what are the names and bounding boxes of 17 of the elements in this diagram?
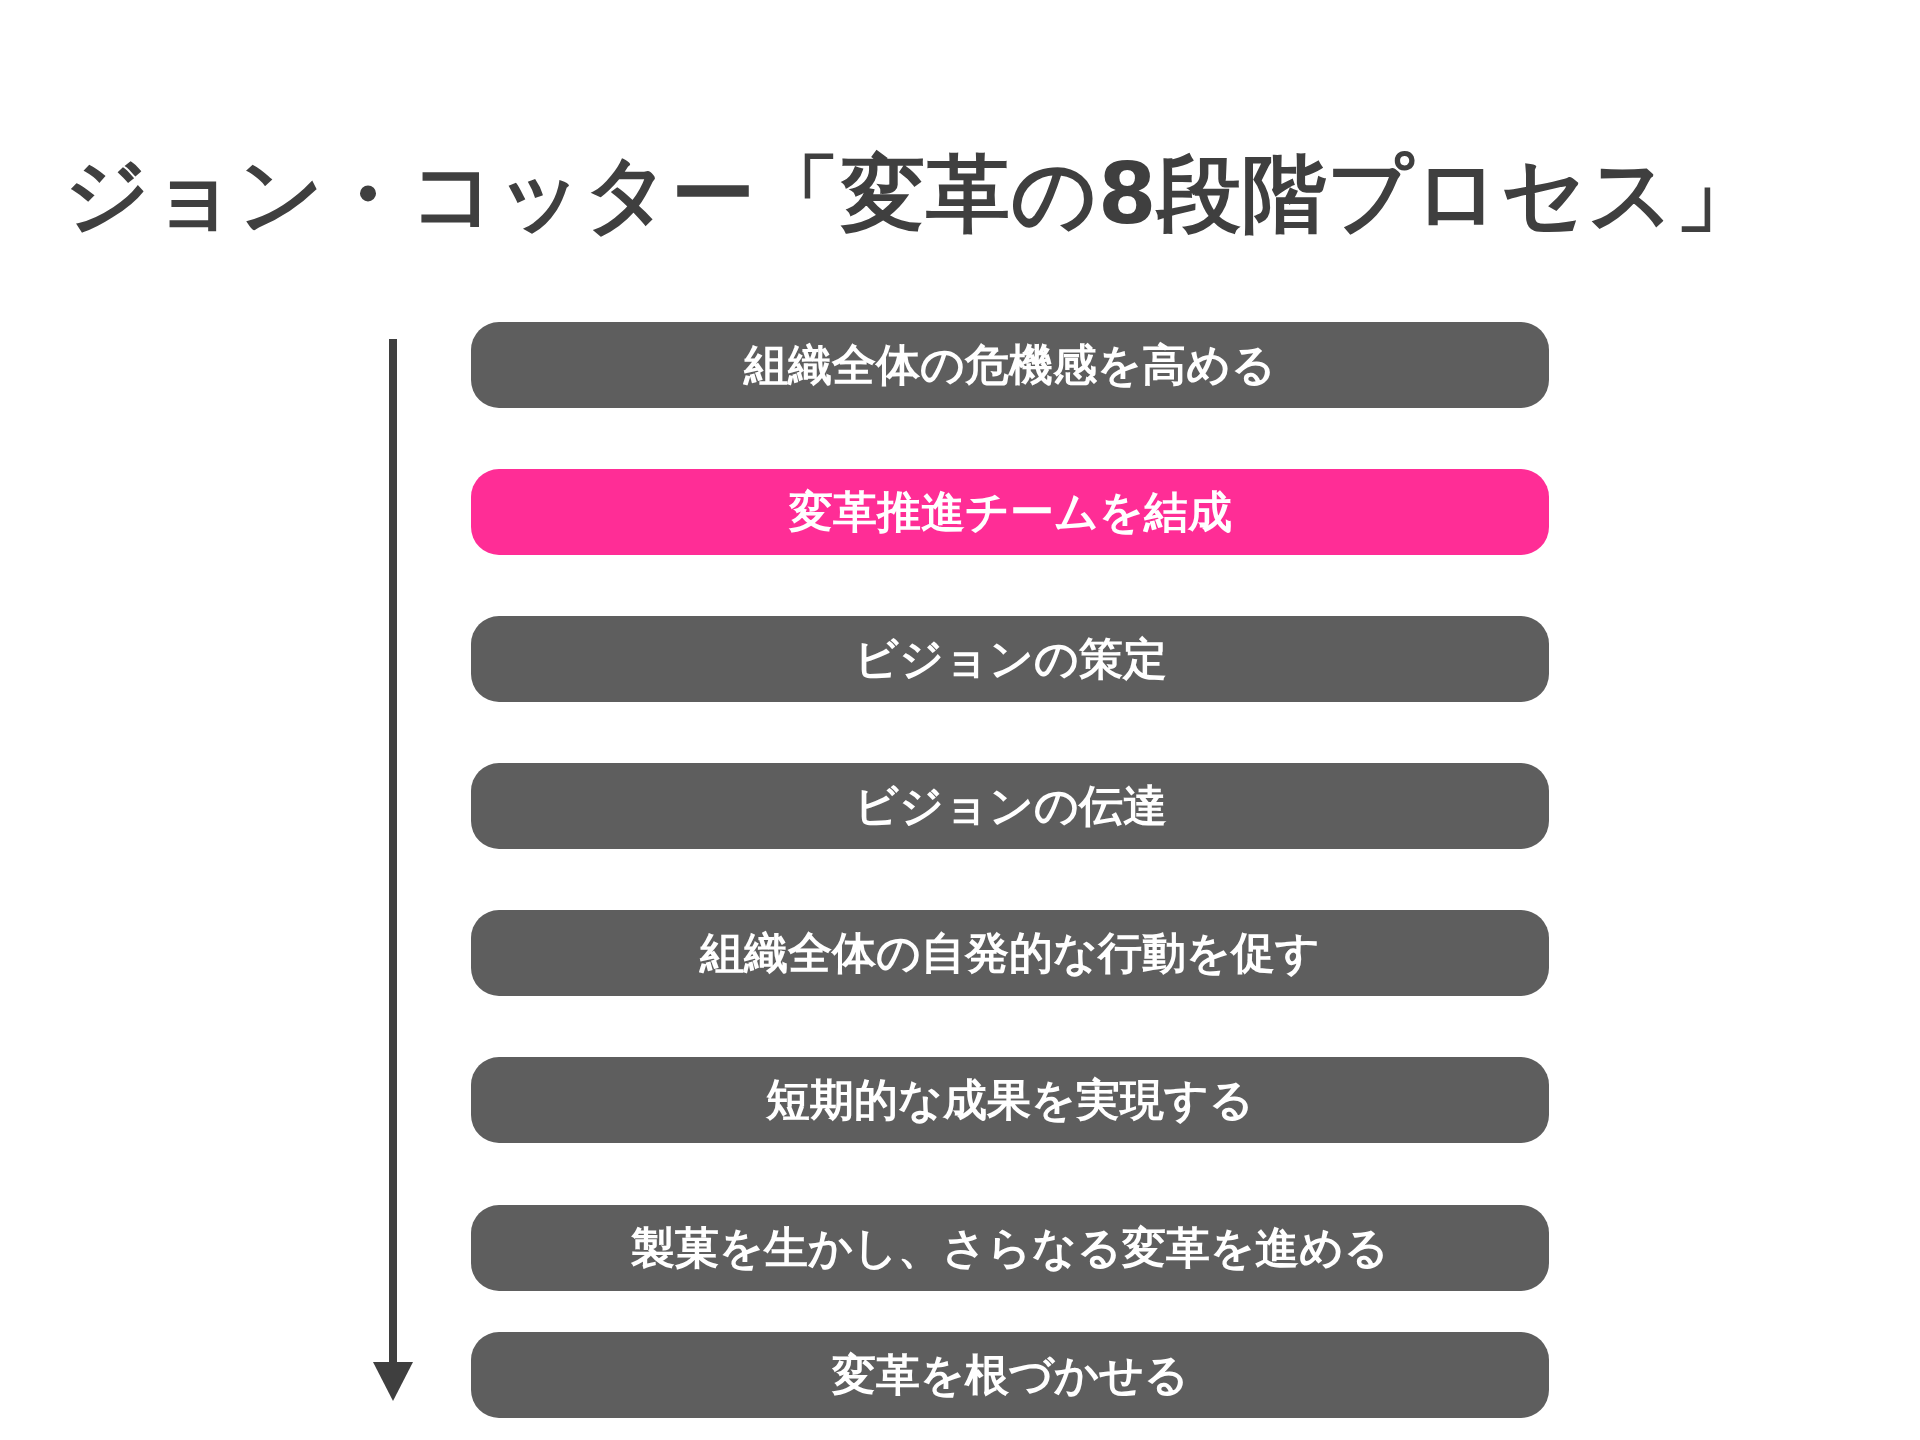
step-box: [471, 1057, 1549, 1143]
step-box: [471, 322, 1549, 408]
step-box: [471, 910, 1549, 996]
step-label: 短期的な成果を実現する: [766, 1072, 1254, 1127]
step-label: ビジョンの策定: [853, 631, 1167, 686]
step-box: [471, 469, 1549, 555]
step-box: [471, 763, 1549, 849]
step-label: 変革推進チームを結成: [788, 484, 1232, 539]
step-label: 組織全体の自発的な行動を促す: [700, 925, 1320, 980]
title: ジョン・コッター「変革の8段階プロセス」: [64, 144, 1761, 245]
step-label: ビジョンの伝達: [853, 778, 1167, 833]
step-label: 組織全体の危機感を高める: [744, 337, 1276, 392]
step-box: [471, 616, 1549, 702]
step-label: 製菓を生かし、さらなる変革を進める: [631, 1220, 1389, 1275]
step-label: 変革を根づかせる: [831, 1347, 1189, 1402]
step-box: [471, 1205, 1549, 1291]
step-box: [471, 1332, 1549, 1418]
